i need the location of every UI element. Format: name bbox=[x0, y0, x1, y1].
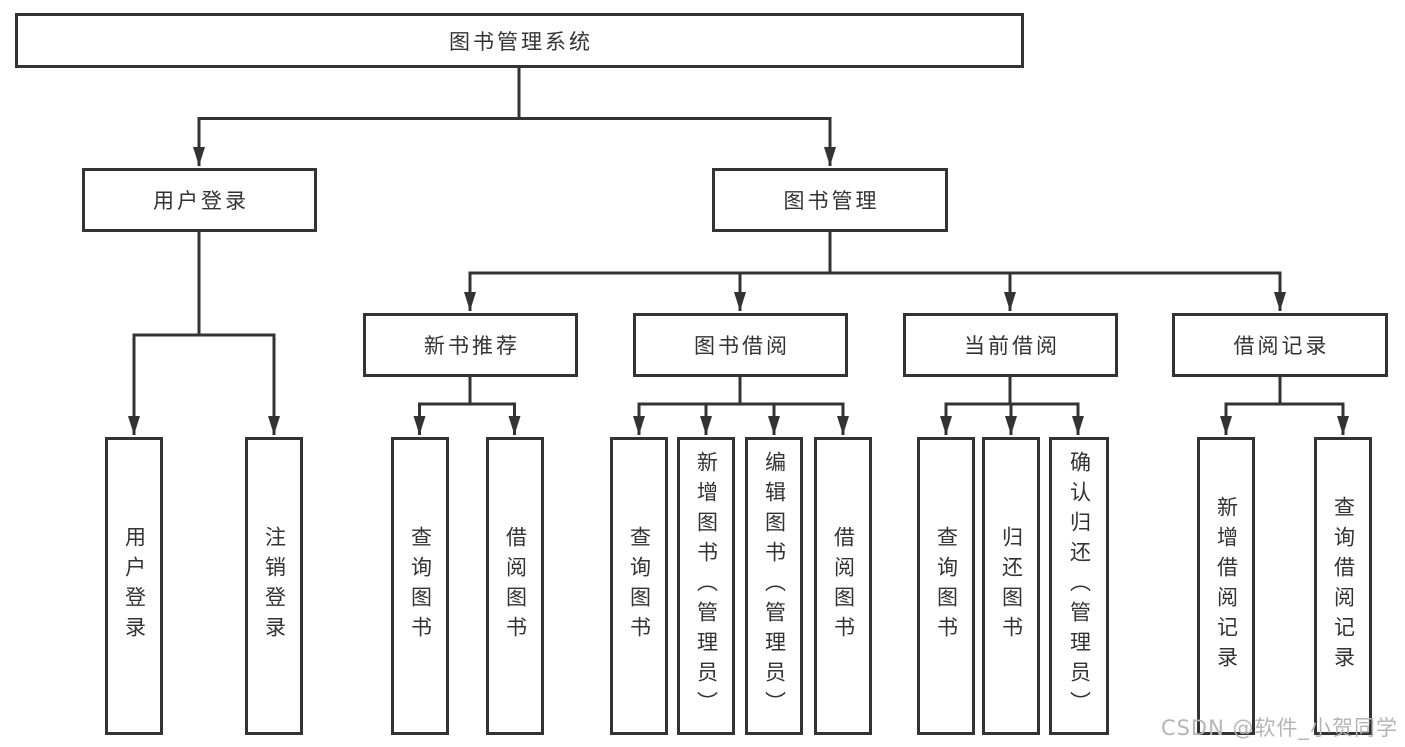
leaf-query-borrow-record: 查询借阅记录 bbox=[1314, 437, 1372, 735]
leaf-add-borrow-record: 新增借阅记录 bbox=[1197, 437, 1255, 735]
leaf-query-books-borrow: 查询图书 bbox=[610, 437, 668, 735]
node-label: 编辑图书（管理员） bbox=[762, 451, 787, 721]
node-label: 查询借阅记录 bbox=[1331, 496, 1356, 676]
node-library-system: 图书管理系统 bbox=[15, 13, 1024, 68]
node-label: 用户登录 bbox=[153, 189, 249, 213]
node-label: 确认归还（管理员） bbox=[1067, 451, 1092, 721]
node-label: 新增借阅记录 bbox=[1214, 496, 1239, 676]
csdn-watermark: CSDN @软件_小贺同学 bbox=[1160, 716, 1398, 740]
leaf-query-books-recommend: 查询图书 bbox=[391, 437, 449, 735]
node-label: 图书管理 bbox=[783, 189, 880, 213]
node-label: 图书借阅 bbox=[694, 334, 790, 358]
node-label: 新增图书（管理员） bbox=[694, 451, 719, 721]
node-label: 归还图书 bbox=[999, 526, 1024, 646]
node-label: 查询图书 bbox=[627, 526, 652, 646]
leaf-edit-book-admin: 编辑图书（管理员） bbox=[745, 437, 803, 735]
leaf-return-books: 归还图书 bbox=[982, 437, 1040, 735]
leaf-confirm-return-admin: 确认归还（管理员） bbox=[1049, 437, 1109, 735]
leaf-borrow-books-recommend: 借阅图书 bbox=[486, 437, 544, 735]
node-label: 用户登录 bbox=[122, 526, 147, 646]
leaf-logout: 注销登录 bbox=[245, 437, 303, 735]
leaf-add-book-admin: 新增图书（管理员） bbox=[677, 437, 735, 735]
node-current-borrowing: 当前借阅 bbox=[903, 313, 1118, 377]
node-label: 当前借阅 bbox=[964, 334, 1060, 358]
node-label: 图书管理系统 bbox=[449, 29, 593, 54]
node-book-management: 图书管理 bbox=[712, 168, 948, 232]
node-label: 查询图书 bbox=[408, 526, 433, 646]
leaf-borrow-books: 借阅图书 bbox=[814, 437, 872, 735]
leaf-user-login: 用户登录 bbox=[105, 437, 163, 735]
node-borrowing-records: 借阅记录 bbox=[1172, 313, 1388, 377]
leaf-query-books-current: 查询图书 bbox=[917, 437, 975, 735]
node-label: 借阅图书 bbox=[831, 526, 856, 646]
node-label: 注销登录 bbox=[262, 526, 287, 646]
node-book-borrowing: 图书借阅 bbox=[633, 313, 848, 377]
node-label: 新书推荐 bbox=[424, 334, 520, 358]
node-label: 查询图书 bbox=[934, 526, 959, 646]
node-new-book-recommend: 新书推荐 bbox=[363, 313, 578, 377]
node-label: 借阅记录 bbox=[1233, 334, 1330, 358]
node-user-login: 用户登录 bbox=[82, 168, 317, 232]
node-label: 借阅图书 bbox=[503, 526, 528, 646]
